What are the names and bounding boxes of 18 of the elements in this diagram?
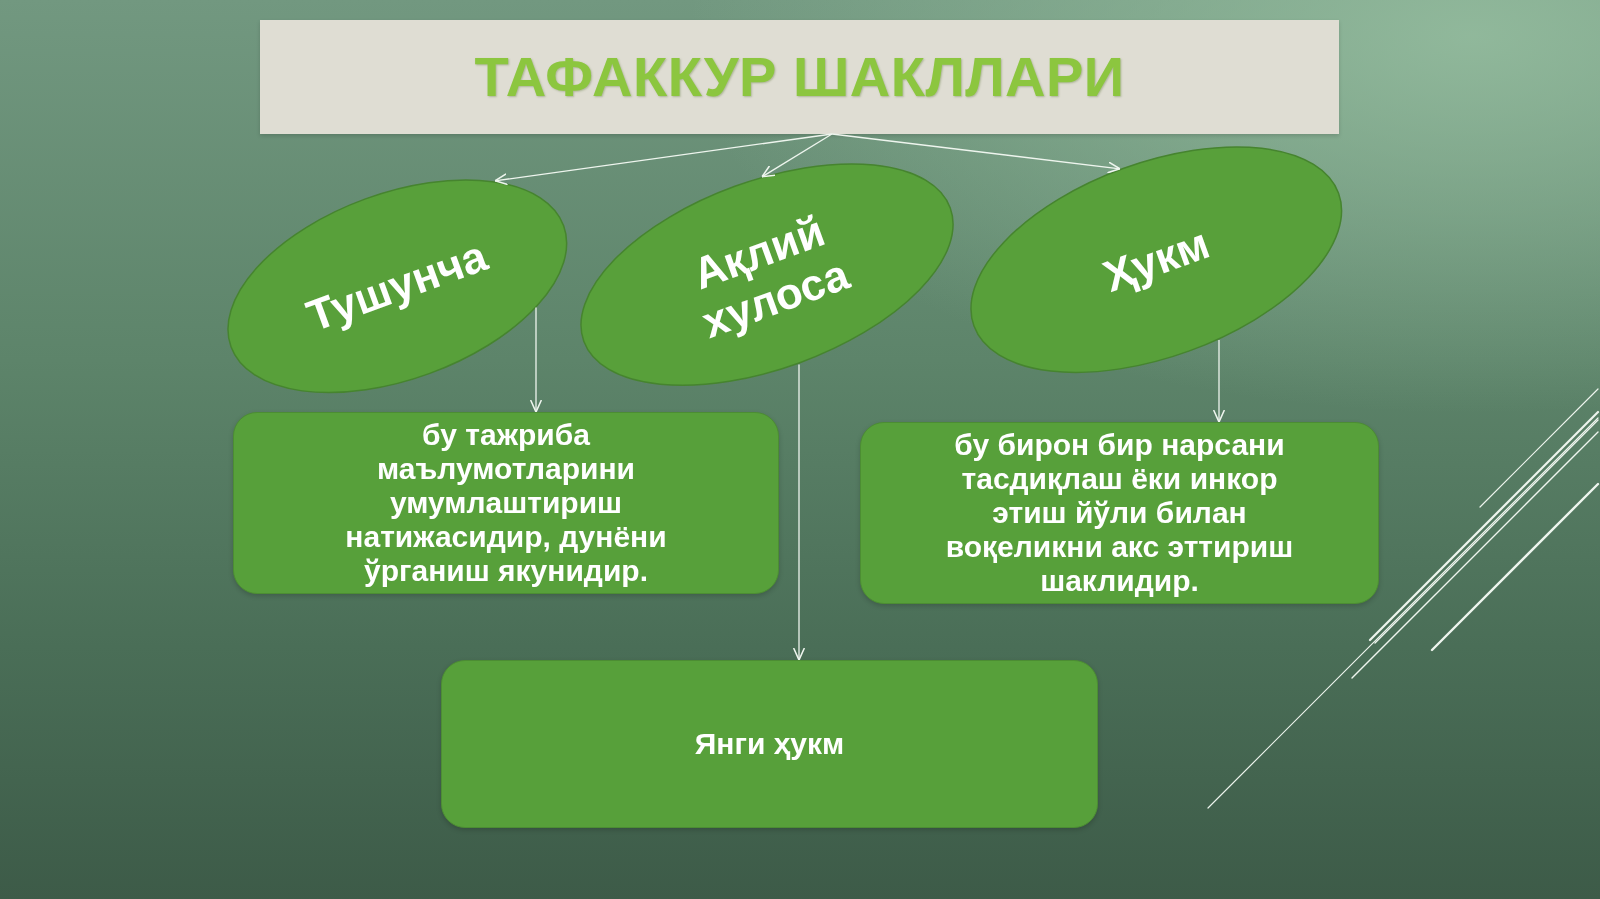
card-text: бу бирон бир нарсани тасдиқлаш ёки инкор этиш йўли билан воқеликни акс эттириш шаклидир. (944, 428, 1295, 598)
title-text: ТАФАККУР ШАКЛЛАРИ (474, 46, 1125, 108)
arrow (831, 133, 1121, 174)
oval-node (969, 146, 1343, 374)
arrow (761, 133, 833, 178)
arrow (1212, 339, 1226, 423)
oval-label: Ҳукм (1096, 218, 1216, 302)
arrow (494, 133, 833, 186)
text-card (233, 412, 779, 594)
title-banner (260, 20, 1339, 134)
card-text: Янги ҳукм (694, 727, 845, 761)
oval-node (226, 178, 568, 394)
oval-node (579, 163, 954, 387)
text-card (441, 660, 1098, 828)
arrow (792, 363, 806, 661)
text-card (860, 422, 1379, 604)
card-text: бу тажриба маълумотларини умумлаштириш натижасидир, дунёни ўрганиш якунидир. (344, 418, 668, 588)
arrow (529, 306, 543, 413)
